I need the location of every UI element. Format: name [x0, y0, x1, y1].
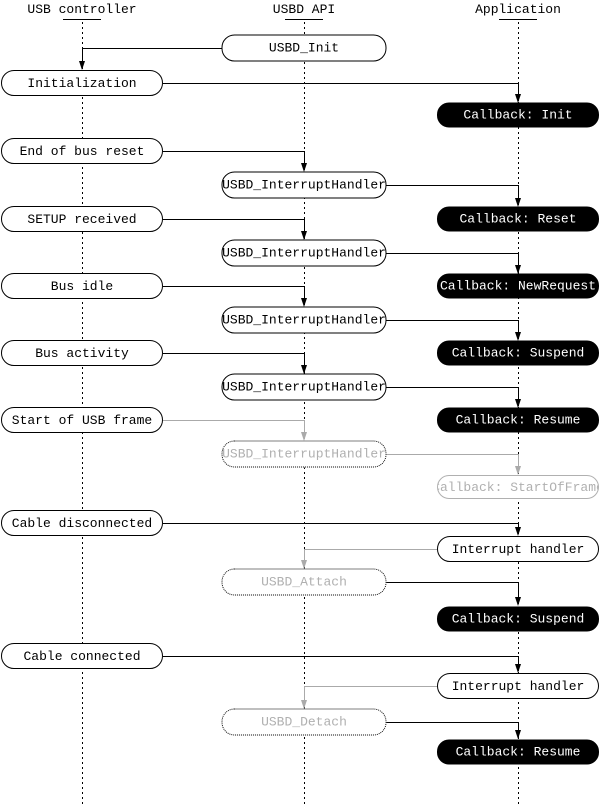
cable-disconnected-box: Cable disconnected	[1, 510, 163, 536]
handler-to-callback-reset-vline	[517, 185, 519, 205]
handler-to-callback-suspend-hline	[386, 320, 518, 321]
interrupt-handler-call-1-box: USBD_InterruptHandler	[221, 171, 387, 199]
cable-disconnected-to-int-handler-arrowhead-icon	[514, 527, 521, 536]
lane-header-usb-controller: USB controller	[27, 2, 137, 17]
handler-to-callback-startofframe-arrowhead-icon	[514, 466, 521, 475]
callback-suspend-2-box: Callback: Suspend	[437, 606, 599, 632]
usbd-attach-to-callback-suspend-vline	[517, 582, 519, 604]
handler-to-callback-newrequest-arrowhead-icon	[514, 265, 521, 274]
bus-idle-to-handler-hline	[163, 286, 304, 287]
interrupt-handler-call-2-box: USBD_InterruptHandler	[221, 239, 387, 267]
cable-connected-to-int-handler-vline	[517, 656, 519, 671]
initialization-box: Initialization	[1, 70, 163, 96]
lifeline-usbd-api	[303, 22, 305, 804]
int-handler-to-usbd-attach-arrowhead-icon	[300, 560, 307, 569]
setup-received-box: SETUP received	[1, 206, 163, 232]
usbd-attach-box: USBD_Attach	[221, 568, 387, 596]
bus-activity-to-handler-vline	[303, 353, 305, 372]
handler-to-callback-suspend-arrowhead-icon	[514, 332, 521, 341]
usbd-init-to-initialization-vline	[81, 48, 83, 68]
int-handler-to-usbd-detach-vline	[303, 686, 305, 707]
lane-underline-usb-controller	[63, 19, 101, 20]
bus-idle-to-handler-arrowhead-icon	[300, 298, 307, 307]
cable-connected-box: Cable connected	[1, 643, 163, 669]
handler-to-callback-resume-arrowhead-icon	[514, 399, 521, 408]
int-handler-to-usbd-detach-hline	[304, 686, 437, 687]
int-handler-to-usbd-detach-arrowhead-icon	[300, 700, 307, 709]
callback-suspend-box: Callback: Suspend	[437, 340, 599, 366]
interrupt-handler-call-dim-box: USBD_InterruptHandler	[221, 440, 387, 468]
initialization-to-callback-init-arrowhead-icon	[514, 94, 521, 103]
start-of-frame-to-handler-hline	[163, 420, 304, 421]
bus-activity-to-handler-hline	[163, 353, 304, 354]
usbd-init-to-initialization-hline	[82, 48, 222, 49]
int-handler-to-usbd-attach-hline	[304, 549, 437, 550]
cable-connected-to-int-handler-arrowhead-icon	[514, 664, 521, 673]
setup-received-to-handler-vline	[303, 219, 305, 238]
int-handler-to-usbd-attach-vline	[303, 549, 305, 567]
bus-idle-to-handler-vline	[303, 286, 305, 305]
usbd-detach-to-callback-resume-hline	[386, 722, 518, 723]
handler-to-callback-newrequest-vline	[517, 253, 519, 272]
handler-to-callback-newrequest-hline	[386, 253, 518, 254]
initialization-to-callback-init-vline	[517, 83, 519, 101]
end-of-bus-reset-to-handler-arrowhead-icon	[300, 163, 307, 172]
handler-to-callback-reset-hline	[386, 185, 518, 186]
bus-activity-box: Bus activity	[1, 340, 163, 366]
usbd-attach-to-callback-suspend-arrowhead-icon	[514, 597, 521, 606]
start-of-frame-to-handler-vline	[303, 420, 305, 439]
handler-to-callback-resume-hline	[386, 387, 518, 388]
lane-underline-usbd-api	[285, 19, 323, 20]
usbd-init-box: USBD_Init	[221, 34, 387, 62]
interrupt-handler-call-4-box: USBD_InterruptHandler	[221, 373, 387, 401]
end-of-bus-reset-box: End of bus reset	[1, 138, 163, 164]
callback-newrequest-box: Callback: NewRequest	[437, 273, 599, 299]
handler-to-callback-resume-vline	[517, 387, 519, 406]
cable-connected-to-int-handler-hline	[163, 656, 518, 657]
callback-resume-box: Callback: Resume	[437, 407, 599, 433]
initialization-to-callback-init-hline	[163, 83, 518, 84]
handler-to-callback-startofframe-vline	[517, 454, 519, 473]
start-of-frame-to-handler-arrowhead-icon	[300, 432, 307, 441]
lane-header-usbd-api: USBD API	[272, 2, 336, 17]
handler-to-callback-reset-arrowhead-icon	[514, 198, 521, 207]
setup-received-to-handler-arrowhead-icon	[300, 231, 307, 240]
usbd-detach-box: USBD_Detach	[221, 708, 387, 736]
interrupt-handler-call-3-box: USBD_InterruptHandler	[221, 306, 387, 334]
callback-reset-box: Callback: Reset	[437, 206, 599, 232]
bus-activity-to-handler-arrowhead-icon	[300, 365, 307, 374]
usbd-detach-to-callback-resume-vline	[517, 722, 519, 737]
handler-to-callback-suspend-vline	[517, 320, 519, 339]
cable-disconnected-to-int-handler-hline	[163, 523, 518, 524]
setup-received-to-handler-hline	[163, 219, 304, 220]
callback-init-box: Callback: Init	[437, 102, 599, 128]
lane-underline-application	[499, 19, 537, 20]
callback-startofframe-box: Callback: StartOfFrame	[437, 475, 599, 499]
callback-resume-2-box: Callback: Resume	[437, 739, 599, 765]
interrupt-handler-box-1: Interrupt handler	[437, 536, 599, 562]
end-of-bus-reset-to-handler-hline	[163, 151, 304, 152]
usbd-detach-to-callback-resume-arrowhead-icon	[514, 730, 521, 739]
handler-to-callback-startofframe-hline	[386, 454, 518, 455]
bus-idle-box: Bus idle	[1, 273, 163, 299]
usbd-attach-to-callback-suspend-hline	[386, 582, 518, 583]
usbd-init-to-initialization-arrowhead-icon	[78, 61, 85, 70]
start-of-usb-frame-box: Start of USB frame	[1, 407, 163, 433]
end-of-bus-reset-to-handler-vline	[303, 151, 305, 170]
interrupt-handler-box-2: Interrupt handler	[437, 673, 599, 699]
lane-header-application: Application	[475, 2, 561, 17]
